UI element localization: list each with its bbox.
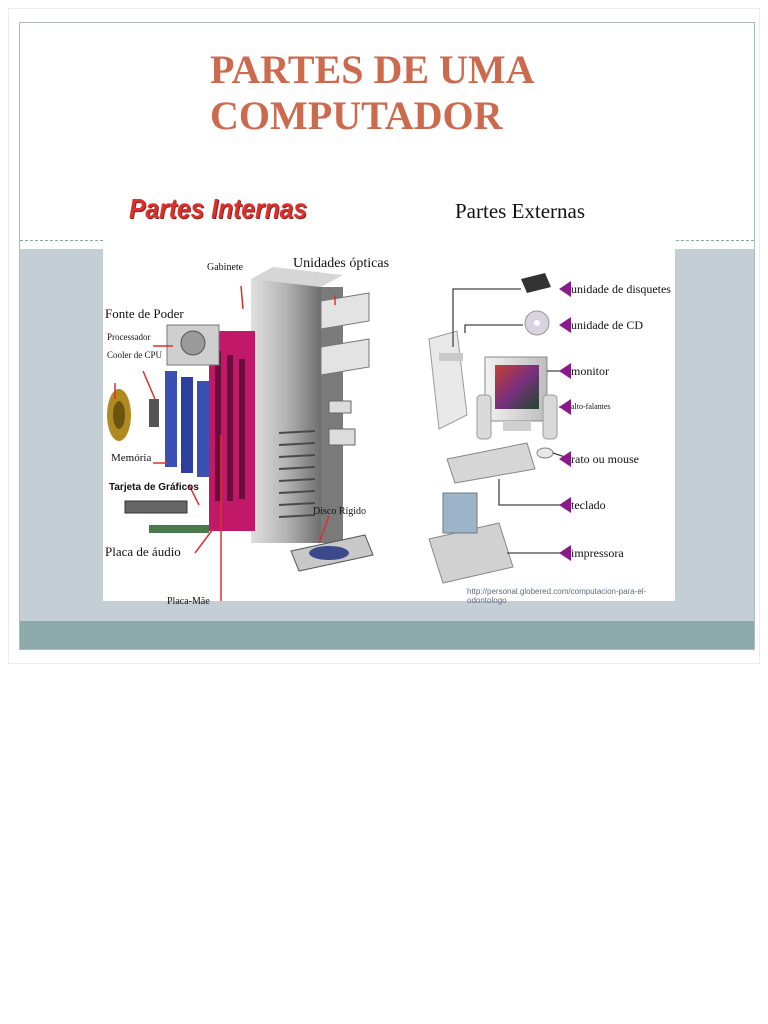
label-gabinete: Gabinete <box>207 262 244 273</box>
label-fonte-de-poder: Fonte de Poder <box>105 306 184 321</box>
label-disco-rigido: Disco Rígido <box>313 506 367 517</box>
tower-side-panel <box>251 279 321 543</box>
external-tower <box>428 330 468 430</box>
slide-footer <box>20 621 754 649</box>
right-speaker <box>542 394 558 440</box>
image-source-credit: http://personal.globered.com/computacion… <box>467 587 647 605</box>
memory-module-3 <box>197 381 209 477</box>
slide-title-line-1: PARTES DE UMA <box>210 47 535 92</box>
graphics-card <box>124 500 188 514</box>
audio-card <box>149 525 209 533</box>
label-rato-ou-mouse: rato ou mouse <box>571 452 639 466</box>
tower-vents <box>278 430 316 518</box>
label-impressora: impressora <box>571 546 624 560</box>
processor-chip <box>149 399 159 427</box>
memory-module-2 <box>181 377 193 473</box>
drive-bay <box>328 428 356 446</box>
label-placa-mae: Placa-Mãe <box>167 596 210 607</box>
monitor-screen <box>495 365 539 409</box>
external-parts-drawing <box>428 273 571 584</box>
optical-drive-2 <box>320 338 370 376</box>
external-pointer-arrows <box>559 281 571 561</box>
internal-pointer-lines <box>114 285 336 601</box>
label-teclado: teclado <box>571 498 606 512</box>
floppy-bay <box>328 400 352 414</box>
label-unidade-de-cd: unidade de CD <box>571 318 643 332</box>
internal-parts-drawing <box>107 267 374 601</box>
internal-parts-heading: Partes Internas <box>129 193 308 224</box>
illustration-drawing <box>107 267 571 601</box>
slide: PARTES DE UMA COMPUTADOR <box>19 22 755 650</box>
label-cooler-de-cpu: Cooler de CPU <box>107 350 162 360</box>
memory-module-1 <box>165 371 177 467</box>
tower-top <box>251 267 343 287</box>
label-tarjeta-de-graficos: Tarjeta de Gráficos <box>109 482 199 493</box>
slide-title: PARTES DE UMA COMPUTADOR <box>210 47 535 139</box>
label-unidades-opticas: Unidades ópticas <box>293 256 390 271</box>
external-keyboard <box>446 442 536 484</box>
external-connector-lines <box>452 288 566 554</box>
left-speaker <box>476 394 492 440</box>
slide-title-line-2: COMPUTADOR <box>210 93 503 138</box>
external-parts-heading: Partes Externas <box>455 199 586 223</box>
floppy-disk <box>521 273 551 293</box>
label-alto-falantes: alto-falantes <box>571 402 611 411</box>
optical-drive-1 <box>320 292 370 330</box>
external-mouse <box>536 447 554 459</box>
computer-parts-illustration: Partes Internas Partes Externas Gabinete… <box>103 183 675 607</box>
label-processador: Processador <box>107 332 151 342</box>
label-monitor: monitor <box>571 364 609 378</box>
label-memoria: Memória <box>111 452 152 464</box>
label-unidade-de-disquetes: unidade de disquetes <box>571 282 671 296</box>
printer-photo <box>442 492 478 534</box>
page-frame <box>8 8 760 664</box>
label-placa-de-audio: Placa de áudio <box>105 544 181 559</box>
